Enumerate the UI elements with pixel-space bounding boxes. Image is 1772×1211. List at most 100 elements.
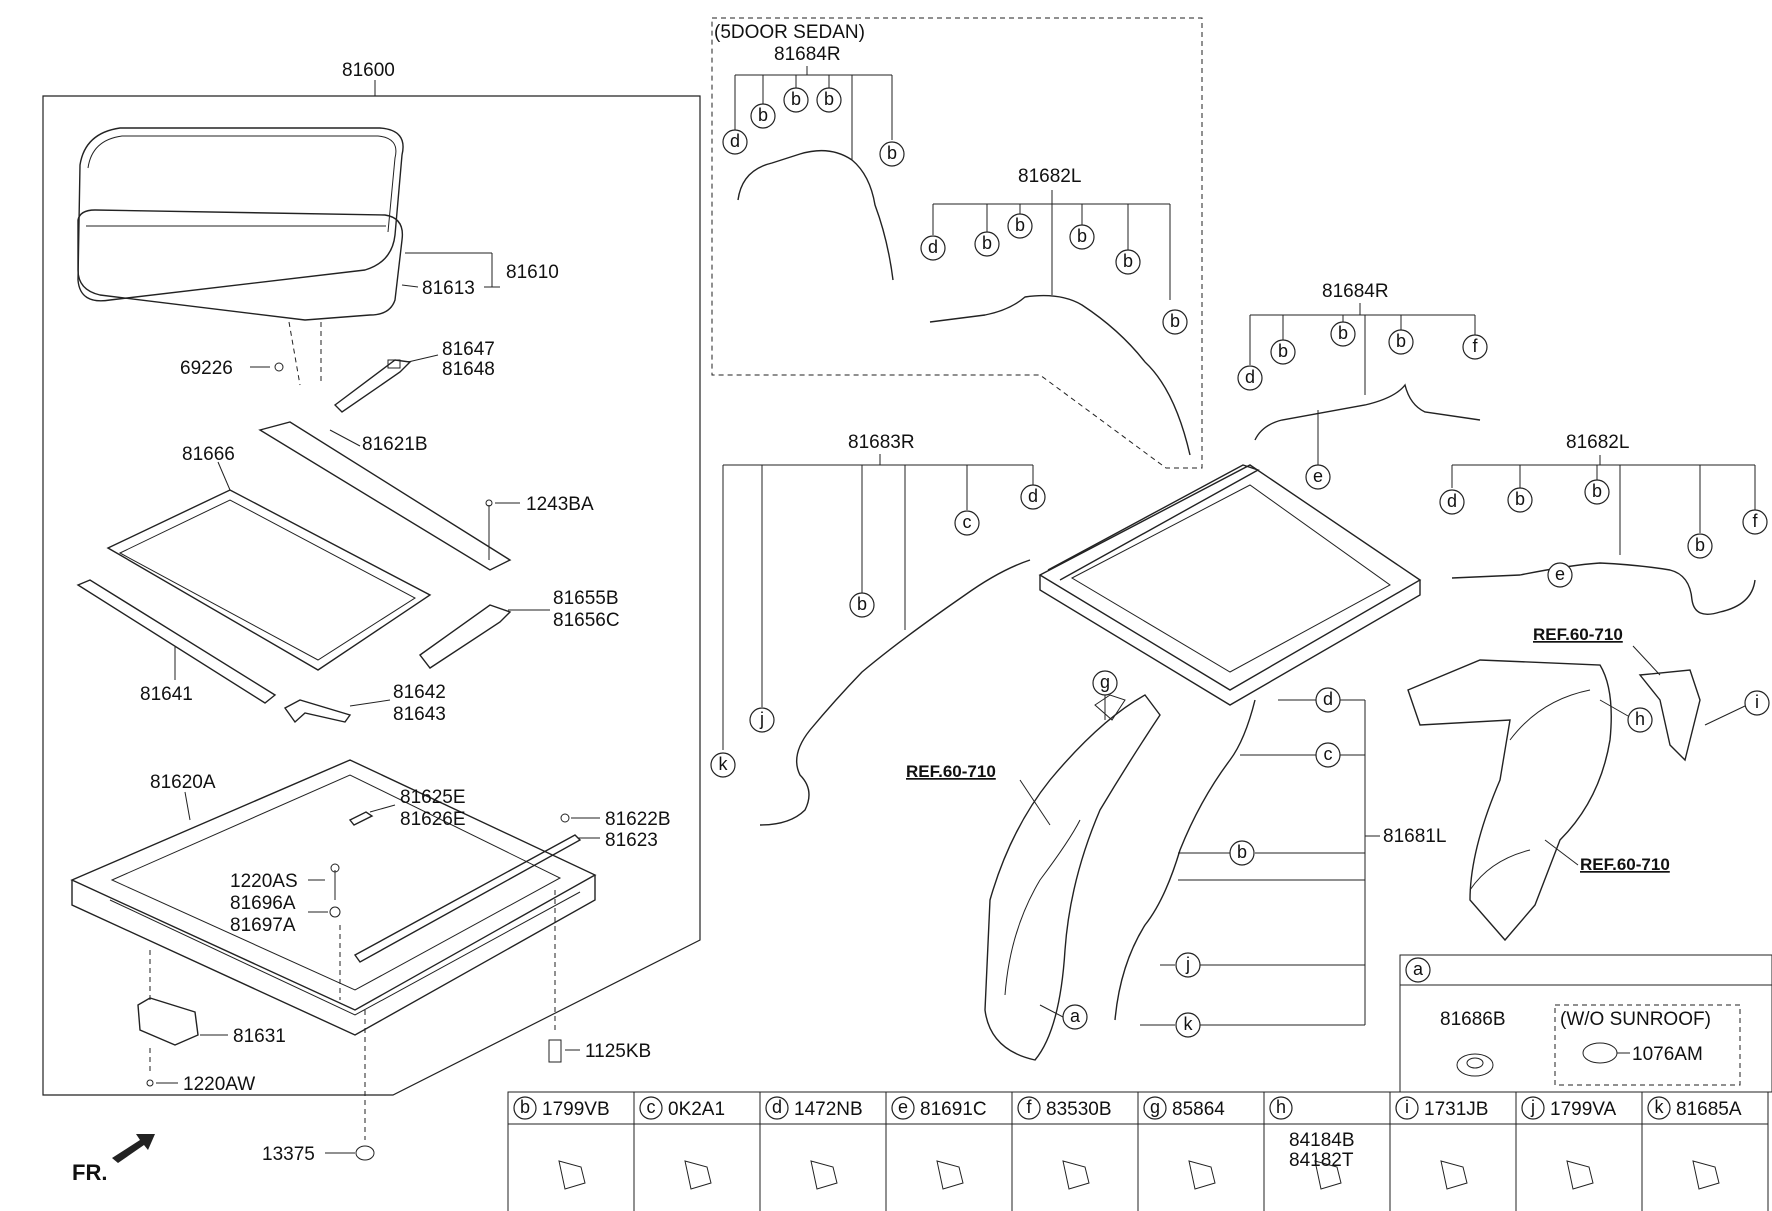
legend-letter-c: c bbox=[647, 1097, 656, 1117]
sedan-81682L-label[interactable]: 81682L bbox=[1018, 166, 1081, 187]
label-81600[interactable]: 81600 bbox=[342, 60, 395, 81]
label-13375[interactable]: 13375 bbox=[262, 1144, 315, 1165]
svg-text:b: b bbox=[1396, 331, 1406, 351]
label-81642[interactable]: 81642 bbox=[393, 682, 446, 703]
front-label[interactable]: FR. bbox=[72, 1160, 107, 1185]
label-1243BA[interactable]: 1243BA bbox=[526, 494, 594, 515]
legend-cell-d: d 1472NB bbox=[759, 1091, 887, 1211]
legend-letter-f: f bbox=[1026, 1097, 1032, 1117]
svg-text:e: e bbox=[1313, 466, 1323, 486]
wo-sunroof-label[interactable]: (W/O SUNROOF) bbox=[1560, 1009, 1711, 1030]
label-81610[interactable]: 81610 bbox=[506, 262, 559, 283]
hose-81681L bbox=[1114, 699, 1256, 1021]
pillar-left bbox=[984, 694, 1161, 1061]
label-81626E[interactable]: 81626E bbox=[400, 809, 466, 830]
clip-icon-b bbox=[558, 1160, 586, 1190]
hose-81684R bbox=[1254, 383, 1481, 441]
label-81686B[interactable]: 81686B bbox=[1440, 1009, 1506, 1030]
ref-label-right[interactable]: REF.60-710 bbox=[1580, 855, 1670, 874]
legend-letter-b: b bbox=[520, 1097, 530, 1117]
svg-text:c: c bbox=[1324, 744, 1333, 764]
legend-letter-g: g bbox=[1150, 1097, 1160, 1117]
svg-text:b: b bbox=[758, 105, 768, 125]
legend-cell-c: c 0K2A1 bbox=[633, 1091, 761, 1211]
label-81656C[interactable]: 81656C bbox=[553, 610, 620, 631]
clip-icon-d bbox=[810, 1160, 838, 1190]
ref-label-top[interactable]: REF.60-710 bbox=[1533, 625, 1623, 644]
legend-part-h-0[interactable]: 84184B bbox=[1289, 1130, 1355, 1151]
clip-icon-i bbox=[1440, 1160, 1468, 1190]
sunshade-frame bbox=[106, 489, 432, 671]
svg-text:g: g bbox=[1100, 672, 1110, 692]
legend-part-d[interactable]: 1472NB bbox=[794, 1099, 863, 1120]
svg-text:b: b bbox=[857, 594, 867, 614]
legend-part-h-1[interactable]: 84182T bbox=[1289, 1150, 1354, 1171]
label-81625E[interactable]: 81625E bbox=[400, 787, 466, 808]
legend-part-j[interactable]: 1799VA bbox=[1550, 1099, 1617, 1120]
svg-text:k: k bbox=[1184, 1014, 1194, 1034]
label-81697A[interactable]: 81697A bbox=[230, 915, 296, 936]
svg-text:e: e bbox=[1555, 564, 1565, 584]
label-81613[interactable]: 81613 bbox=[422, 278, 475, 299]
label-81643[interactable]: 81643 bbox=[393, 704, 446, 725]
trim-strip bbox=[76, 579, 277, 704]
svg-text:j: j bbox=[759, 709, 764, 729]
label-69226[interactable]: 69226 bbox=[180, 358, 233, 379]
assembly-frame bbox=[42, 95, 701, 1096]
label-81641[interactable]: 81641 bbox=[140, 684, 193, 705]
label-main-81682L[interactable]: 81682L bbox=[1566, 432, 1629, 453]
ref-label-left[interactable]: REF.60-710 bbox=[906, 762, 996, 781]
label-81631[interactable]: 81631 bbox=[233, 1026, 286, 1047]
label-main-81681L[interactable]: 81681L bbox=[1383, 826, 1446, 847]
clip-icon-h bbox=[1314, 1160, 1342, 1190]
sedan-title[interactable]: (5DOOR SEDAN) bbox=[714, 22, 865, 43]
legend-part-c[interactable]: 0K2A1 bbox=[668, 1099, 725, 1120]
legend-part-i[interactable]: 1731JB bbox=[1424, 1099, 1488, 1120]
legend-letter-d: d bbox=[772, 1097, 782, 1117]
sedan-hose-81682L bbox=[929, 294, 1191, 456]
glass-panel bbox=[77, 127, 404, 321]
sedan-81684R-label[interactable]: 81684R bbox=[774, 44, 841, 65]
label-1220AW[interactable]: 1220AW bbox=[183, 1074, 255, 1095]
clip-icon-f bbox=[1062, 1160, 1090, 1190]
legend-letter-i: i bbox=[1405, 1097, 1409, 1117]
sunroof-assembly-group: 81600 81613 81610 81647 81648 69226 8166… bbox=[42, 60, 701, 1185]
svg-text:f: f bbox=[1752, 511, 1758, 531]
svg-text:d: d bbox=[730, 131, 740, 151]
label-1220AS[interactable]: 1220AS bbox=[230, 871, 298, 892]
sedan-variant-group: (5DOOR SEDAN) 81684R d b b b b 81682L d … bbox=[711, 17, 1203, 469]
legend-part-b[interactable]: 1799VB bbox=[542, 1099, 610, 1120]
label-1076AM[interactable]: 1076AM bbox=[1632, 1044, 1703, 1065]
svg-text:i: i bbox=[1755, 692, 1759, 712]
label-81647[interactable]: 81647 bbox=[442, 339, 495, 360]
label-81623[interactable]: 81623 bbox=[605, 830, 658, 851]
svg-text:d: d bbox=[1323, 689, 1333, 709]
label-main-81683R[interactable]: 81683R bbox=[848, 432, 915, 453]
svg-text:b: b bbox=[1278, 341, 1288, 361]
label-81620A[interactable]: 81620A bbox=[150, 772, 216, 793]
label-81666[interactable]: 81666 bbox=[182, 444, 235, 465]
legend-part-g[interactable]: 85864 bbox=[1172, 1099, 1225, 1120]
label-81655B[interactable]: 81655B bbox=[553, 588, 619, 609]
svg-text:c: c bbox=[963, 512, 972, 532]
label-81648[interactable]: 81648 bbox=[442, 359, 495, 380]
label-1125KB[interactable]: 1125KB bbox=[585, 1041, 651, 1062]
label-main-81684R[interactable]: 81684R bbox=[1322, 281, 1389, 302]
svg-text:b: b bbox=[791, 89, 801, 109]
svg-text:b: b bbox=[1592, 481, 1602, 501]
legend-part-e[interactable]: 81691C bbox=[920, 1099, 987, 1120]
svg-text:j: j bbox=[1185, 954, 1190, 974]
label-81622B[interactable]: 81622B bbox=[605, 809, 671, 830]
legend-letter-k: k bbox=[1655, 1097, 1665, 1117]
sunroof-motor bbox=[137, 997, 199, 1046]
label-81696A[interactable]: 81696A bbox=[230, 893, 296, 914]
svg-text:b: b bbox=[1170, 311, 1180, 331]
front-arrow-icon bbox=[112, 1134, 155, 1163]
sedan-dashed-frame bbox=[711, 17, 1203, 469]
legend-part-f[interactable]: 83530B bbox=[1046, 1099, 1112, 1120]
legend-part-k[interactable]: 81685A bbox=[1676, 1099, 1742, 1120]
label-81621B[interactable]: 81621B bbox=[362, 434, 428, 455]
svg-text:a: a bbox=[1070, 1006, 1081, 1026]
